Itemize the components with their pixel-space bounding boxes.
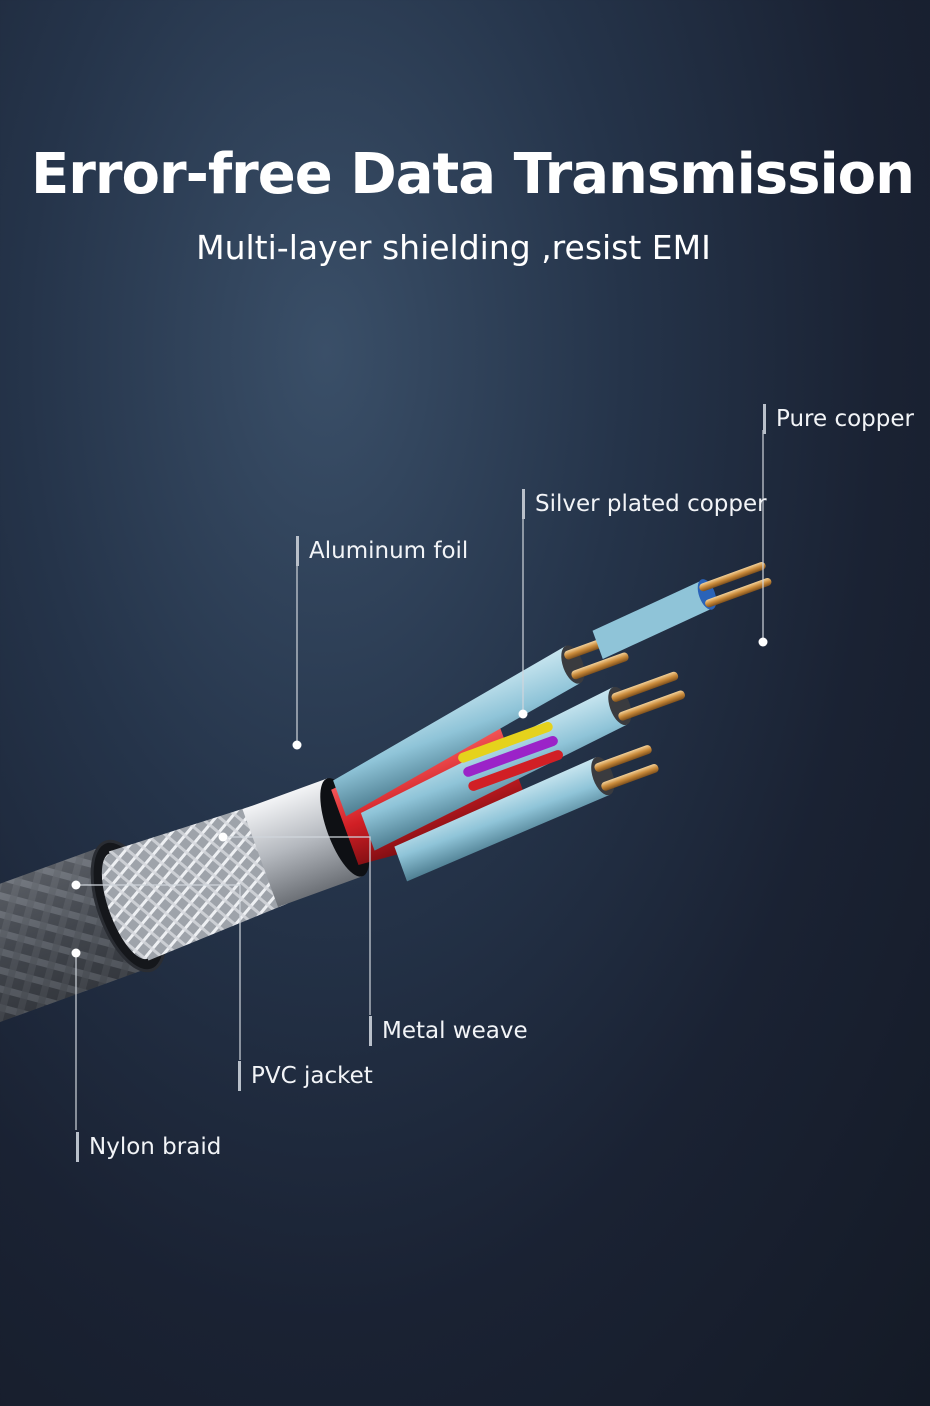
colored-conductors (458, 721, 563, 791)
shielded-pair-middle (360, 671, 685, 851)
label-aluminum-foil: Aluminum foil (296, 536, 468, 566)
label-silver-plated-copper: Silver plated copper (522, 489, 767, 519)
label-pure-copper: Pure copper (763, 404, 914, 434)
label-pvc-jacket: PVC jacket (238, 1061, 373, 1091)
blue-pair (592, 562, 772, 659)
label-metal-weave: Metal weave (369, 1016, 528, 1046)
page-title: Error-free Data Transmission (31, 142, 915, 207)
leader-dots (71, 637, 768, 958)
shielded-pair-lower (394, 745, 659, 882)
leader-lines (75, 430, 764, 1130)
label-nylon-braid: Nylon braid (76, 1132, 221, 1162)
page-subtitle: Multi-layer shielding ,resist EMI (196, 228, 711, 267)
